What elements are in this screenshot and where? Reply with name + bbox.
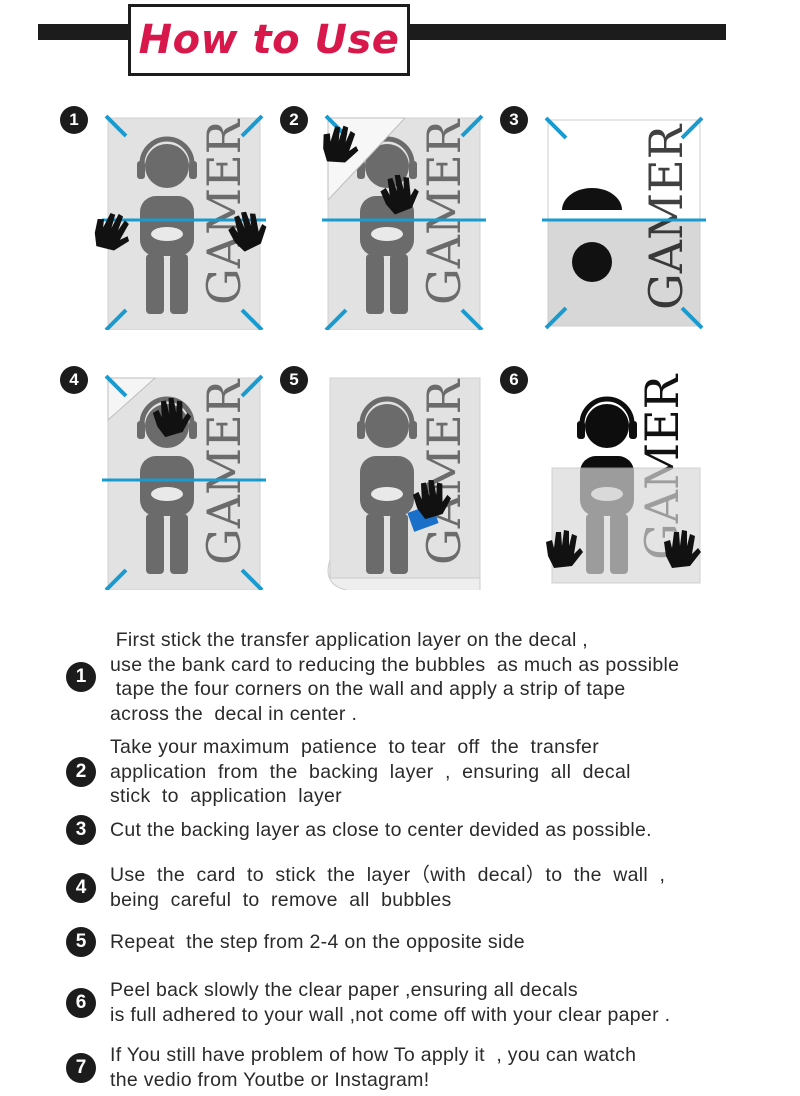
- gamer-figure-icon: [357, 396, 417, 574]
- glove-hand-icon: [152, 397, 192, 438]
- tape-corner: [460, 308, 484, 330]
- instruction-text: Peel back slowly the clear paper ,ensuri…: [110, 979, 671, 1026]
- glove-hand-icon: [546, 530, 583, 568]
- instruction-item-1: 1 First stick the transfer application l…: [66, 628, 776, 726]
- glove-hand-icon: [323, 125, 359, 163]
- step-figure-1: GAMER 1: [60, 100, 270, 330]
- instruction-number-badge: 1: [66, 662, 96, 692]
- tape-corner: [544, 306, 568, 330]
- glove-hand-icon: [94, 213, 130, 251]
- glove-hand-icon: [380, 174, 419, 215]
- header-bar-left: [38, 24, 138, 40]
- step-illustration: GAMER: [94, 114, 267, 330]
- instruction-item-7: 7 If You still have problem of how To app…: [66, 1043, 776, 1092]
- step-figure-5: GAMER 5: [280, 360, 490, 590]
- decal-text: GAMER: [639, 123, 693, 310]
- step-illustration: GAMER: [542, 116, 706, 330]
- tape-corner: [544, 116, 568, 140]
- tape-corner: [460, 114, 484, 138]
- instruction-item-4: 4 Use the card to stick the layer（with de…: [66, 863, 776, 912]
- tape-corner: [104, 114, 128, 138]
- decal-text: GAMER: [197, 118, 251, 305]
- instruction-number-badge: 4: [66, 873, 96, 903]
- instruction-number-badge: 5: [66, 927, 96, 957]
- step-number-badge: 2: [280, 106, 308, 134]
- instruction-text: Cut the backing layer as close to center…: [110, 819, 652, 841]
- decal-text: GAMER: [417, 118, 471, 305]
- head-silhouette: [562, 188, 622, 210]
- head-icon: [572, 242, 612, 282]
- step-number-badge: 1: [60, 106, 88, 134]
- instruction-text: Use the card to stick the layer（with dec…: [110, 864, 666, 911]
- step-number-badge: 3: [500, 106, 528, 134]
- instruction-item-3: 3 Cut the backing layer as close to cente…: [66, 815, 776, 845]
- step-illustration: GAMER: [546, 373, 701, 584]
- step-number-badge: 6: [500, 366, 528, 394]
- tape-corner: [680, 116, 704, 140]
- decal-text: GAMER: [417, 378, 471, 565]
- step-figure-6: GAMER 6: [500, 360, 710, 590]
- instruction-text: First stick the transfer application lay…: [110, 629, 680, 725]
- tape-corner: [104, 374, 128, 398]
- step-number-badge: 5: [280, 366, 308, 394]
- instruction-number-badge: 7: [66, 1053, 96, 1083]
- instruction-item-5: 5 Repeat the step from 2-4 on the opposit…: [66, 927, 776, 957]
- page-title: How to Use: [138, 17, 400, 63]
- backing-bottom: [547, 219, 701, 327]
- gamer-figure-icon: [137, 136, 197, 314]
- instruction-text: Repeat the step from 2-4 on the opposite…: [110, 931, 525, 953]
- step-figure-2: GAMER 2: [280, 100, 490, 330]
- step-illustration: GAMER: [102, 374, 266, 590]
- controller-icon: [151, 487, 183, 501]
- tape-corner: [240, 374, 264, 398]
- title-box: How to Use: [128, 4, 410, 76]
- step-illustration: GAMER: [322, 114, 486, 330]
- tape-corner: [680, 306, 704, 330]
- step-illustration: GAMER: [327, 377, 481, 590]
- rolled-paper: [327, 559, 481, 590]
- controller-icon: [371, 227, 403, 241]
- step-figure-3: GAMER 3: [500, 100, 710, 330]
- step-number-badge: 4: [60, 366, 88, 394]
- tape-corner: [104, 568, 128, 590]
- tape-corner: [240, 568, 264, 590]
- instruction-number-badge: 6: [66, 988, 96, 1018]
- tape-corner: [240, 308, 264, 330]
- instruction-item-2: 2 Take your maximum patience to tear off …: [66, 735, 776, 809]
- instruction-number-badge: 3: [66, 815, 96, 845]
- glove-hand-icon: [664, 530, 701, 568]
- instruction-text: If You still have problem of how To appl…: [110, 1044, 637, 1091]
- instruction-item-6: 6 Peel back slowly the clear paper ,ensur…: [66, 978, 776, 1027]
- instruction-number-badge: 2: [66, 757, 96, 787]
- controller-icon: [371, 487, 403, 501]
- instruction-text: Take your maximum patience to tear off t…: [110, 736, 631, 807]
- step-figure-4: GAMER 4: [60, 360, 270, 590]
- header-bar-right: [410, 24, 726, 40]
- tape-corner: [240, 114, 264, 138]
- tape-corner: [324, 308, 348, 330]
- decal-text: GAMER: [197, 378, 251, 565]
- controller-icon: [151, 227, 183, 241]
- glove-hand-icon: [412, 479, 452, 520]
- tape-corner: [104, 308, 128, 330]
- glove-hand-icon: [228, 211, 267, 252]
